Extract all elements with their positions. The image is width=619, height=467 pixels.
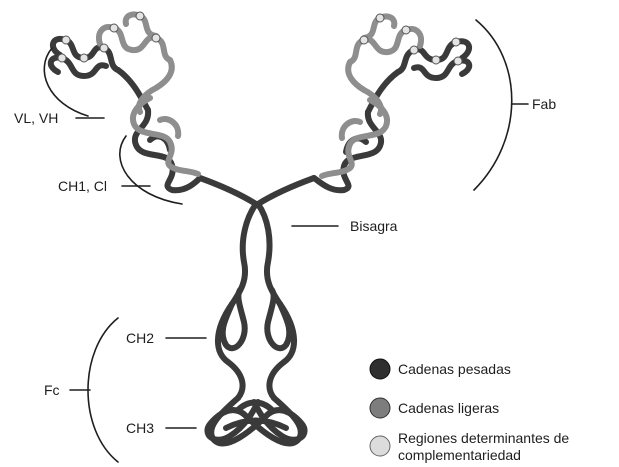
legend-label-cdr-line2: complementariedad — [398, 447, 521, 464]
legend-swatch-cdr — [370, 436, 390, 456]
label-fab: Fab — [532, 96, 556, 112]
label-ch1-cl: CH1, Cl — [58, 178, 107, 194]
annotation-lines — [44, 20, 528, 462]
legend-swatch-light — [370, 398, 390, 418]
label-ch2: CH2 — [126, 330, 154, 346]
light-chain-left — [99, 14, 198, 174]
heavy-chain-right — [258, 41, 469, 204]
label-fc: Fc — [44, 382, 60, 398]
legend-swatches — [370, 359, 390, 456]
legend-label-heavy: Cadenas pesadas — [398, 361, 511, 378]
fab-bracket — [474, 20, 512, 190]
fc-bracket — [88, 318, 118, 462]
label-bisagra: Bisagra — [350, 218, 397, 234]
legend-label-light: Cadenas ligeras — [398, 400, 499, 417]
legend-swatch-heavy — [370, 359, 390, 379]
fc-heavy-chains — [207, 204, 304, 443]
label-ch3: CH3 — [126, 420, 154, 436]
legend-label-cdr-line1: Regiones determinantes de — [398, 430, 569, 447]
label-vl-vh: VL, VH — [14, 110, 58, 126]
